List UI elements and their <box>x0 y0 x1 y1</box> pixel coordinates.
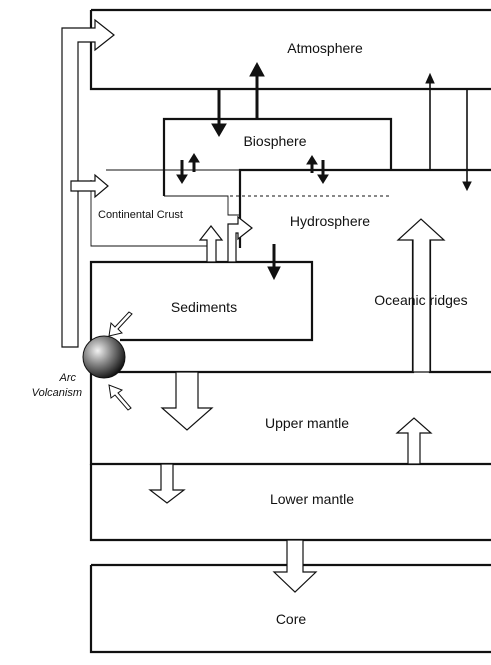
label-arc: Arc <box>59 372 77 384</box>
arrow-down-biosphere-to-crust <box>176 174 188 184</box>
label-upper-mantle: Upper mantle <box>265 415 349 431</box>
mantle-top-left <box>89 240 415 374</box>
lower-mantle-to-core-arrow <box>272 539 318 593</box>
inflow-arrow-lower <box>108 384 132 411</box>
label-biosphere: Biosphere <box>243 133 306 149</box>
crust-to-hydrosphere-arrow <box>227 215 253 263</box>
arc-volcanism-to-crust-arrow <box>70 173 109 199</box>
arrow-down-atmosphere-to-hydrosphere <box>462 181 472 192</box>
subduction-arrow <box>160 371 214 431</box>
arc-volcanism-sphere <box>82 335 126 379</box>
core-box-left <box>89 565 491 654</box>
label-lower-mantle: Lower mantle <box>270 491 354 507</box>
arrow-down-biosphere-to-hydrosphere <box>317 174 329 184</box>
biosphere-box <box>162 117 393 196</box>
arrow-up-crust-to-biosphere <box>188 153 200 163</box>
label-core: Core <box>276 611 307 627</box>
hydrosphere-box <box>238 168 491 248</box>
oceanic-ridges-arrow <box>396 218 446 373</box>
upper-to-lower-mantle-arrow <box>148 463 186 504</box>
label-volcanism: Volcanism <box>32 387 82 399</box>
sediments-box <box>89 260 314 360</box>
label-continental-crust: Continental Crust <box>98 209 183 221</box>
upper-mantle-upwelling-arrow <box>395 417 433 465</box>
arrow-up-hydrosphere-to-atmosphere <box>425 72 435 84</box>
arrow-up-hydrosphere-to-biosphere <box>306 155 318 165</box>
arrow-down-hydrosphere-to-sediments <box>267 266 281 281</box>
inflow-arrow-upper <box>108 311 133 337</box>
hollow-arrows <box>61 18 446 593</box>
label-hydrosphere: Hydrosphere <box>290 213 370 229</box>
arrow-up-biosphere-to-atmosphere <box>249 61 265 77</box>
thin-arrows <box>425 72 472 192</box>
arc-volcanism-to-atmosphere-arrow <box>61 18 115 348</box>
label-oceanic-ridges: Oceanic ridges <box>374 292 467 308</box>
lower-mantle-box <box>89 464 491 542</box>
arrow-down-atmosphere-to-biosphere <box>211 123 227 137</box>
label-atmosphere: Atmosphere <box>287 40 363 56</box>
sphere-inflow-arrows <box>108 311 133 411</box>
solid-arrows <box>176 61 329 281</box>
label-sediments: Sediments <box>171 299 237 315</box>
sediments-to-crust-arrow <box>198 225 224 263</box>
